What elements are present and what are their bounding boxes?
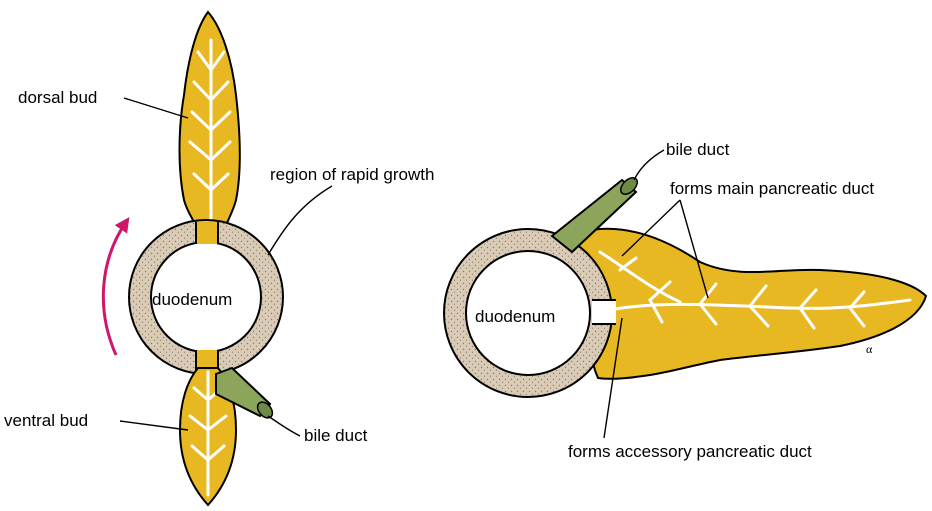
left-panel: dorsal bud region of rapid growth duoden… bbox=[4, 12, 434, 505]
label-ventral-bud: ventral bud bbox=[4, 411, 88, 430]
label-duodenum-left: duodenum bbox=[152, 290, 232, 309]
leader-region-rapid-growth bbox=[268, 186, 332, 255]
label-bile-duct-left: bile duct bbox=[304, 426, 368, 445]
alpha-mark: α bbox=[866, 342, 873, 356]
label-duodenum-right: duodenum bbox=[475, 307, 555, 326]
label-bile-duct-right: bile duct bbox=[666, 140, 730, 159]
label-dorsal-bud: dorsal bud bbox=[18, 88, 97, 107]
leader-bile-duct-left bbox=[268, 416, 300, 436]
leader-bile-duct-right bbox=[634, 150, 664, 180]
rotation-arrow bbox=[103, 222, 126, 355]
label-accessory-duct: forms accessory pancreatic duct bbox=[568, 442, 812, 461]
leader-dorsal-bud bbox=[124, 98, 188, 118]
label-region-rapid-growth: region of rapid growth bbox=[270, 165, 434, 184]
leader-ventral-bud bbox=[120, 421, 188, 430]
right-panel: bile duct forms main pancreatic duct duo… bbox=[455, 140, 926, 461]
label-main-duct: forms main pancreatic duct bbox=[670, 179, 874, 198]
